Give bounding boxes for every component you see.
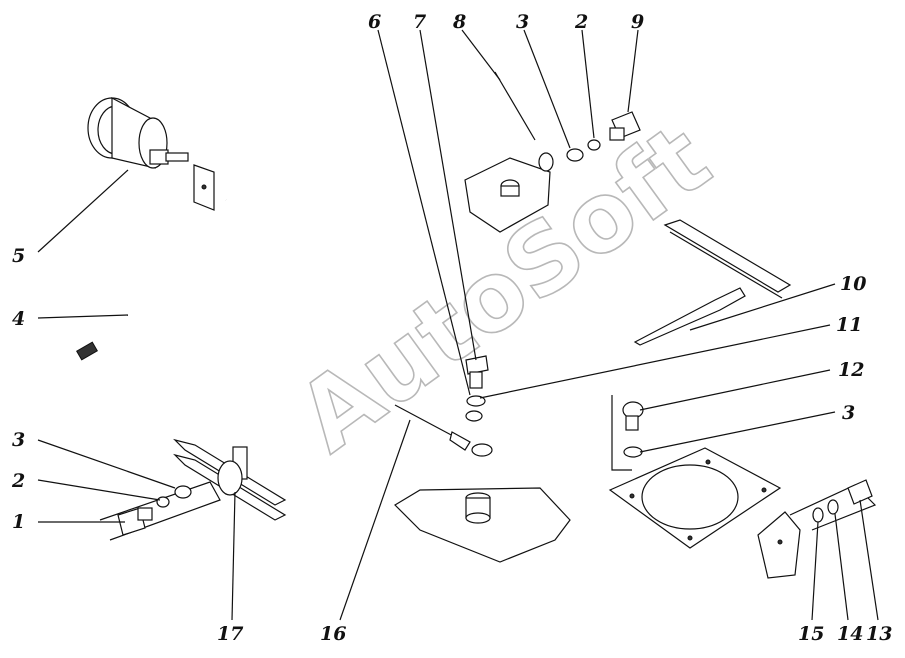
- callout-15: 15: [798, 623, 824, 645]
- wire-16: [394, 404, 493, 457]
- callout-9: 9: [631, 11, 644, 33]
- mounting-plate-right: [608, 447, 782, 549]
- tube: [76, 198, 319, 361]
- callout-2-left: 2: [11, 470, 25, 492]
- callout-3-left: 3: [12, 429, 25, 451]
- callout-7: 7: [413, 11, 426, 33]
- clamp-17: [99, 438, 287, 541]
- sensor-assembly: [87, 97, 215, 211]
- mounting-plate-center: [394, 487, 571, 563]
- callout-13: 13: [866, 623, 892, 645]
- callout-labels: 6 7 8 3 2 9 5 4 10 11 12 3 3 2 1 17 16 1…: [11, 11, 892, 645]
- cable-tie: [633, 219, 792, 346]
- callout-1: 1: [12, 511, 25, 533]
- callout-3-top: 3: [516, 11, 529, 33]
- callout-6: 6: [368, 11, 381, 33]
- bracket-lower-right: [757, 479, 877, 579]
- callout-2-top: 2: [574, 11, 588, 33]
- callout-14: 14: [837, 623, 863, 645]
- mounting-plate-top: [464, 157, 551, 233]
- callout-16: 16: [320, 623, 346, 645]
- leader-lines: [37, 29, 879, 621]
- callout-17: 17: [217, 623, 243, 645]
- callout-11: 11: [836, 314, 862, 336]
- callout-8: 8: [452, 11, 466, 33]
- callout-10: 10: [840, 273, 866, 295]
- screw-12: [611, 395, 644, 471]
- callout-12: 12: [838, 359, 864, 381]
- bolt-7: [465, 355, 489, 422]
- callout-5: 5: [12, 245, 25, 267]
- watermark: AutoSoft: [278, 102, 730, 473]
- callout-4: 4: [12, 308, 25, 330]
- callout-3-right: 3: [842, 402, 855, 424]
- wire-8: [494, 71, 641, 172]
